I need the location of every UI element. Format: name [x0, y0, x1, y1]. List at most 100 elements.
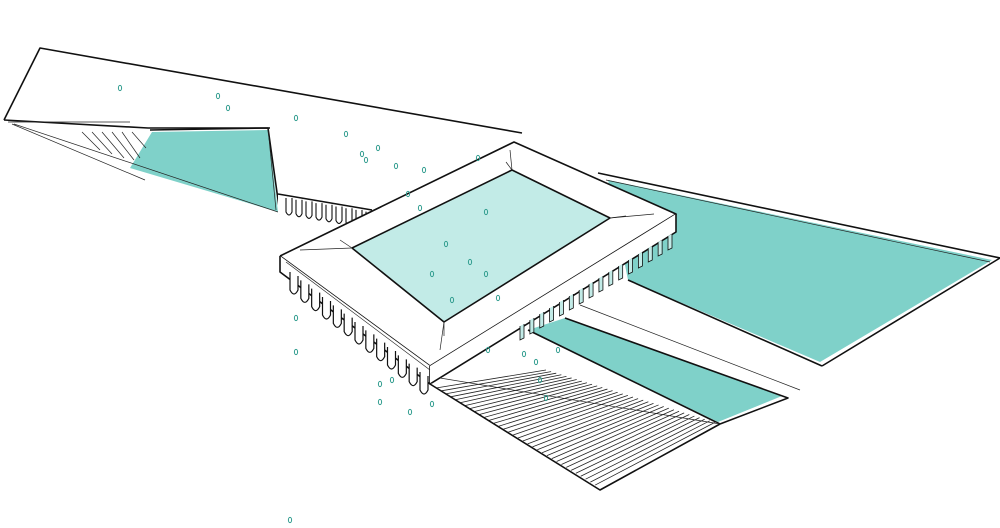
bridge-column: [335, 206, 343, 225]
step-line: [594, 422, 716, 486]
step-line: [503, 391, 618, 430]
frame-column: [419, 372, 429, 395]
bridge-column: [305, 201, 313, 219]
frame-column: [386, 347, 397, 370]
plant-dot: [215, 92, 221, 100]
step-line: [580, 417, 700, 477]
amphitheater-steps: [435, 369, 716, 486]
step-line: [474, 382, 588, 412]
frame-column: [321, 297, 332, 320]
frame-inner-column: [608, 270, 614, 287]
frame-inner-column: [588, 282, 594, 299]
plant-dot: [375, 144, 381, 152]
frame-inner-column: [628, 258, 633, 275]
frame-column: [311, 288, 321, 312]
left-pool-stairs: [81, 131, 147, 161]
step-line: [590, 420, 710, 483]
plant-dot: [483, 208, 489, 216]
step-line: [537, 402, 654, 451]
bridge-column: [315, 203, 323, 221]
plant-dot: [343, 130, 349, 138]
plant-dot: [117, 84, 123, 92]
plant-dot: [475, 154, 481, 162]
step-line: [517, 396, 634, 439]
plant-dot: [363, 156, 369, 164]
plant-dot: [407, 408, 413, 416]
frame-inner-column: [667, 234, 673, 251]
frame-column: [376, 338, 386, 362]
frame-inner-column: [598, 276, 604, 293]
frame-inner-column: [657, 240, 663, 257]
plant-dot: [429, 400, 435, 408]
step-line: [498, 390, 613, 427]
plant-dot: [417, 204, 423, 212]
step-line: [575, 415, 695, 474]
frame-inner-column: [529, 318, 535, 335]
step-line: [455, 375, 567, 401]
frame-inner-column: [578, 288, 584, 305]
central-frame: [279, 141, 677, 395]
bridge-column: [285, 198, 293, 216]
frame-column: [365, 330, 375, 353]
step-line: [522, 398, 639, 442]
frame-column: [332, 305, 342, 328]
bridge-column: [325, 204, 333, 223]
step-line: [445, 372, 557, 395]
stepped-amphitheater: [429, 366, 721, 491]
plant-dot: [533, 358, 539, 366]
step-line: [541, 404, 659, 454]
frame-inner-column: [618, 264, 624, 281]
plant-dot: [467, 258, 473, 266]
central-pool: [352, 170, 610, 322]
plant-dot: [405, 190, 411, 198]
step-line: [488, 387, 603, 421]
step-line: [464, 379, 577, 407]
right-basin-water: [608, 180, 992, 362]
step-line: [561, 410, 680, 465]
left-pool-water: [130, 130, 278, 212]
step-line: [585, 418, 705, 480]
plant-dot: [537, 376, 543, 384]
plant-dot: [225, 104, 231, 112]
frame-column: [289, 272, 299, 295]
plant-dot: [449, 296, 455, 304]
lower-channel: [527, 304, 801, 425]
plant-dot: [543, 394, 549, 402]
step-line: [551, 407, 669, 459]
plant-dots: [117, 84, 561, 524]
frame-inner-column: [539, 312, 545, 329]
plant-dot: [359, 150, 365, 158]
right-lawn-basin: [597, 172, 1000, 367]
step-line: [435, 369, 547, 389]
upper-terrace-surface: [4, 48, 522, 210]
plant-dot: [555, 346, 561, 354]
bridge-column: [295, 199, 303, 218]
frame-right-face: [430, 214, 676, 384]
plant-dot: [377, 398, 383, 406]
step-line: [469, 380, 582, 409]
frame-column: [343, 313, 353, 337]
step-line: [566, 412, 685, 468]
step-line: [493, 388, 608, 424]
frame-inner-column: [549, 306, 554, 323]
plant-dot: [483, 270, 489, 278]
step-line: [440, 371, 552, 392]
frame-inner-column: [647, 246, 653, 263]
plant-dot: [443, 240, 449, 248]
step-line: [556, 409, 675, 462]
plant-dot: [293, 348, 299, 356]
plant-dot: [377, 380, 383, 388]
frame-inner-column: [568, 294, 574, 311]
frame-front-columns: [289, 272, 429, 395]
plant-dot: [389, 376, 395, 384]
plant-dot: [293, 314, 299, 322]
lower-channel-water: [528, 318, 782, 422]
plant-dot: [495, 294, 501, 302]
frame-column: [408, 363, 418, 387]
step-line: [513, 395, 629, 436]
frame-right-columns: [519, 234, 673, 341]
plant-dot: [429, 270, 435, 278]
frame-inner-column: [559, 300, 564, 317]
